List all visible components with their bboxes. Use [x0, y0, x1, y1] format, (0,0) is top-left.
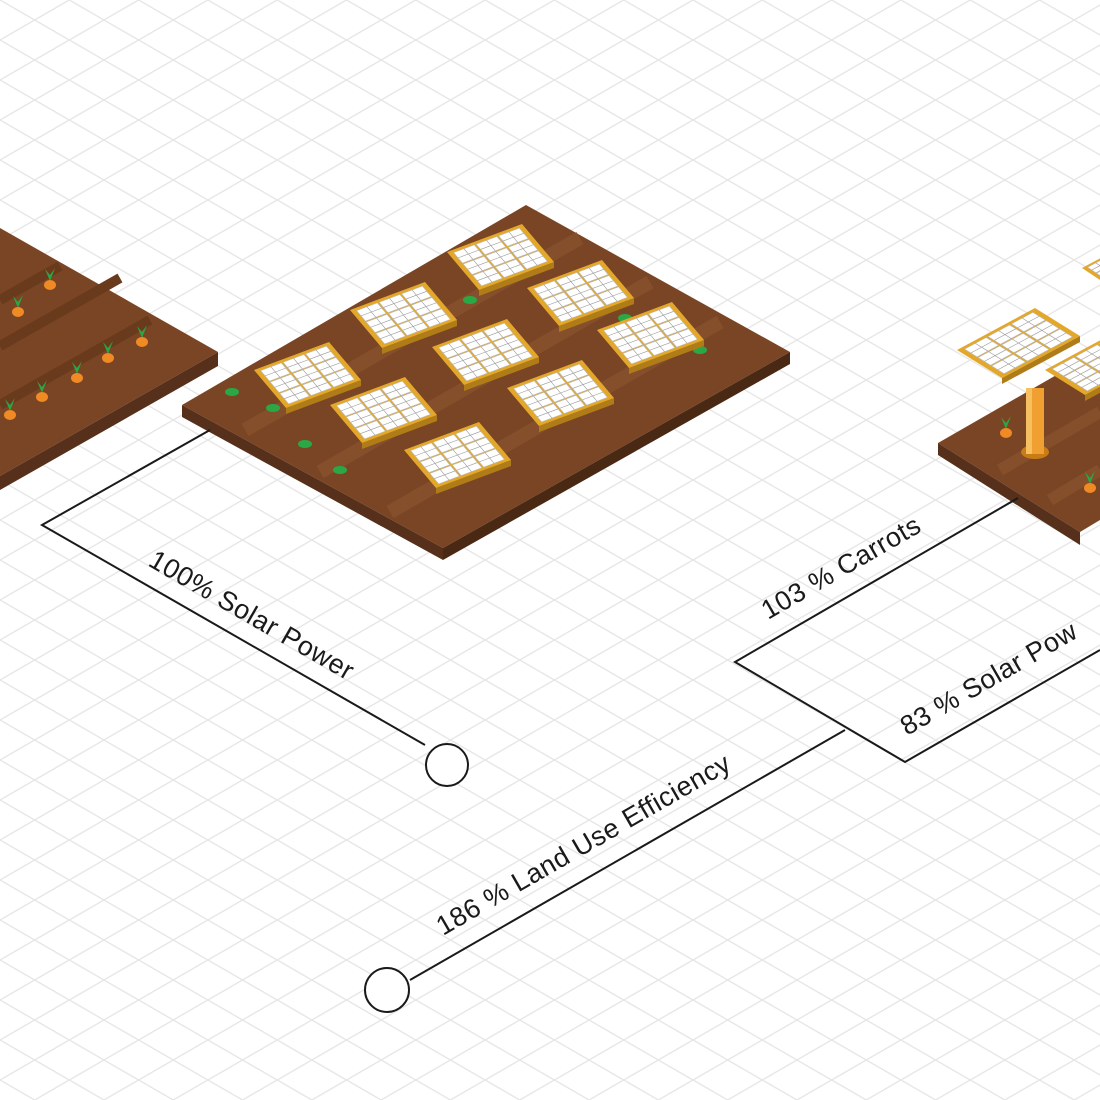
tracker-pole	[1021, 388, 1049, 459]
carrot-icon	[4, 398, 16, 420]
connector-agrivoltaic	[364, 497, 1100, 1013]
solar-panel	[432, 319, 539, 391]
carrot-icon	[71, 361, 83, 383]
carrot-icon	[36, 380, 48, 402]
solar-panel	[447, 224, 554, 296]
solar-panel	[350, 282, 457, 354]
leaf-icon	[266, 404, 280, 412]
carrot-icon	[1084, 471, 1096, 493]
carrot-icon	[136, 325, 148, 347]
carrot-icon	[44, 268, 56, 290]
leaf-icon	[298, 440, 312, 448]
solar-panel-field	[182, 205, 790, 560]
carrot-field	[0, 228, 218, 490]
connector-node	[425, 743, 469, 787]
carrot-icon	[102, 341, 114, 363]
solar-panel	[597, 302, 704, 374]
solar-panel	[1082, 258, 1100, 280]
solar-panel	[527, 260, 634, 332]
solar-panel	[404, 422, 511, 494]
leaf-icon	[225, 388, 239, 396]
connector-node-land-use	[364, 967, 410, 1013]
leaf-icon	[463, 296, 477, 304]
solar-panel	[1045, 340, 1100, 401]
carrot-icon	[12, 295, 24, 317]
solar-panel	[254, 342, 361, 414]
solar-panel	[507, 360, 614, 432]
carrot-icon	[1000, 416, 1012, 438]
leaf-icon	[333, 466, 347, 474]
connector-solar-only	[39, 429, 469, 787]
agrivoltaic-field	[938, 258, 1100, 545]
solar-panel	[957, 308, 1080, 384]
solar-panel	[330, 377, 437, 449]
